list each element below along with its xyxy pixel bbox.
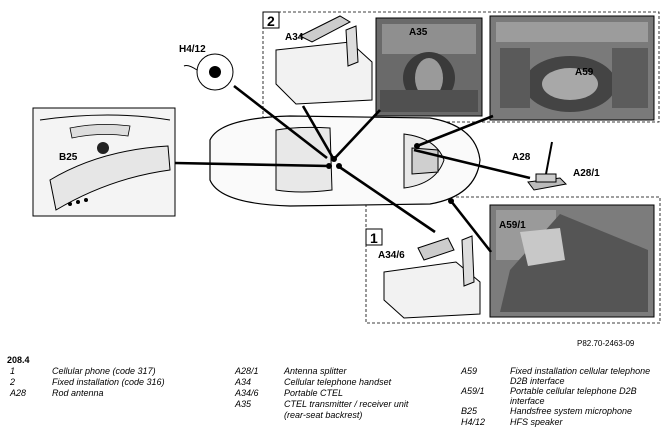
component-location-diagram: 2 1 <box>32 11 661 324</box>
label-a35: A35 <box>409 27 428 38</box>
label-a28: A28 <box>512 152 531 163</box>
illustration-a34-console <box>275 15 373 105</box>
label-a59-1: A59/1 <box>499 220 526 231</box>
illustration-b25-mirror <box>32 107 176 217</box>
inset-box-2 <box>262 11 660 123</box>
photo-a59-1-interface <box>489 204 655 318</box>
label-a59: A59 <box>575 67 594 78</box>
leader-lines <box>174 84 531 253</box>
box-2-number: 2 <box>267 13 275 29</box>
illustration-h4-12-speaker <box>183 53 234 91</box>
photo-a59-trunk <box>489 15 655 121</box>
inset-box-1 <box>365 196 661 324</box>
box-1-number: 1 <box>370 230 378 246</box>
label-a28-1: A28/1 <box>573 168 600 179</box>
label-h4-12: H4/12 <box>179 44 206 55</box>
label-a34-6: A34/6 <box>378 250 405 261</box>
legend-item: (rear-seat backrest) <box>284 410 363 420</box>
label-b25: B25 <box>59 152 78 163</box>
car-top-view <box>209 115 481 207</box>
illustration-a28-antenna <box>527 141 568 191</box>
figure-number: 208.4 <box>7 355 30 365</box>
reference-code: P82.70-2463-09 <box>577 339 635 348</box>
photo-a35-backrest <box>375 17 483 117</box>
illustration-a34-6-console <box>383 235 481 319</box>
label-a34: A34 <box>285 32 304 43</box>
